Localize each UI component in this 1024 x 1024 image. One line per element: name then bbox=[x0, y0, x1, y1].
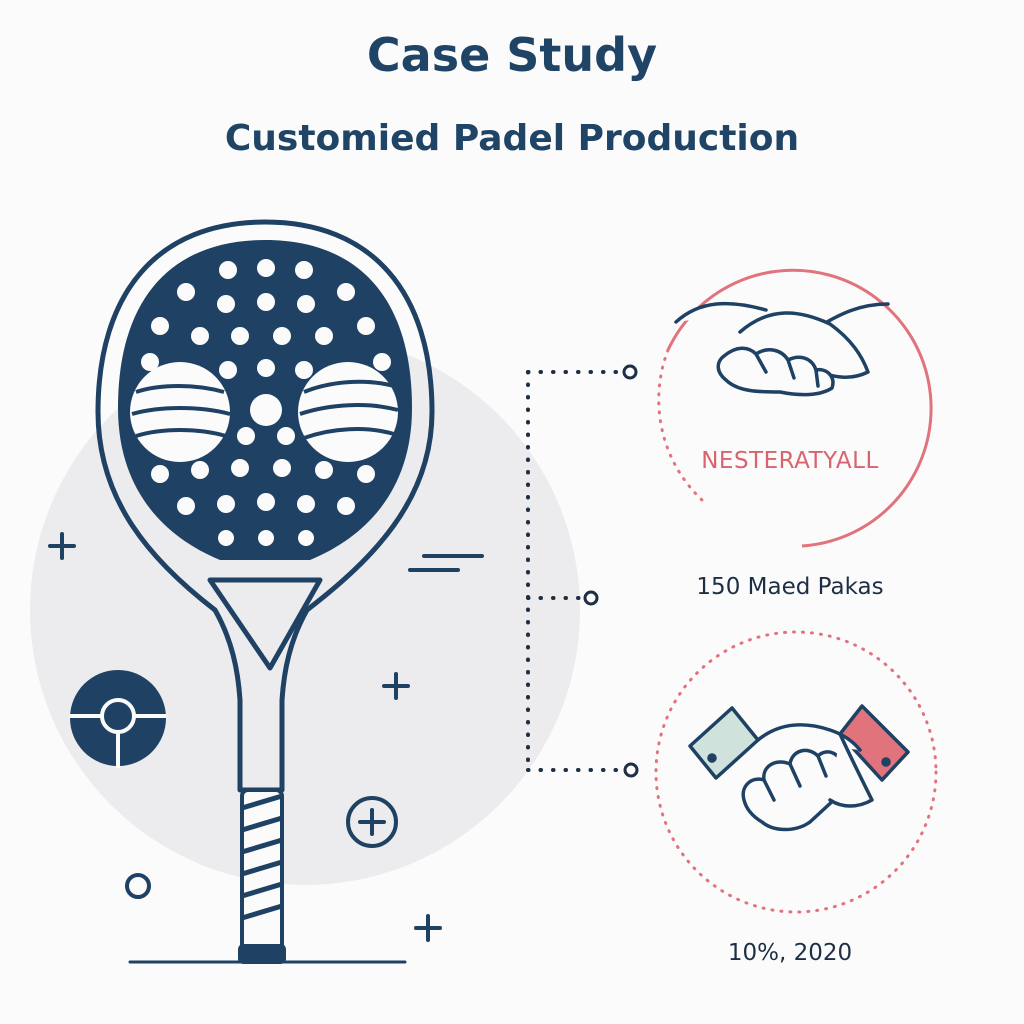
handshake-icon bbox=[688, 704, 910, 832]
handshake-icon bbox=[674, 301, 890, 397]
padel-racket-icon bbox=[95, 219, 435, 964]
year-label: 10%, 2020 bbox=[727, 940, 853, 966]
partner-circle bbox=[657, 268, 933, 548]
connector-node bbox=[622, 364, 638, 380]
count-label: 150 Maed Pakas bbox=[696, 574, 884, 600]
plus-icon bbox=[48, 532, 76, 560]
target-icon bbox=[70, 670, 166, 768]
connector-node bbox=[623, 762, 639, 778]
page-title: Case Study bbox=[366, 28, 658, 82]
connector-node bbox=[583, 590, 599, 606]
padel-ball-icon bbox=[130, 362, 231, 462]
page-subtitle: Customied Padel Production bbox=[224, 118, 800, 159]
circled-plus-icon bbox=[346, 796, 398, 848]
small-circle-icon bbox=[125, 873, 151, 899]
plus-icon bbox=[414, 914, 442, 942]
partnership-circle bbox=[654, 630, 938, 914]
speed-lines-icon bbox=[408, 554, 484, 572]
padel-ball-icon bbox=[298, 362, 399, 462]
connector-lines bbox=[526, 370, 624, 772]
plus-icon bbox=[382, 672, 410, 700]
partner-label: NESTERATYALL bbox=[701, 448, 879, 474]
